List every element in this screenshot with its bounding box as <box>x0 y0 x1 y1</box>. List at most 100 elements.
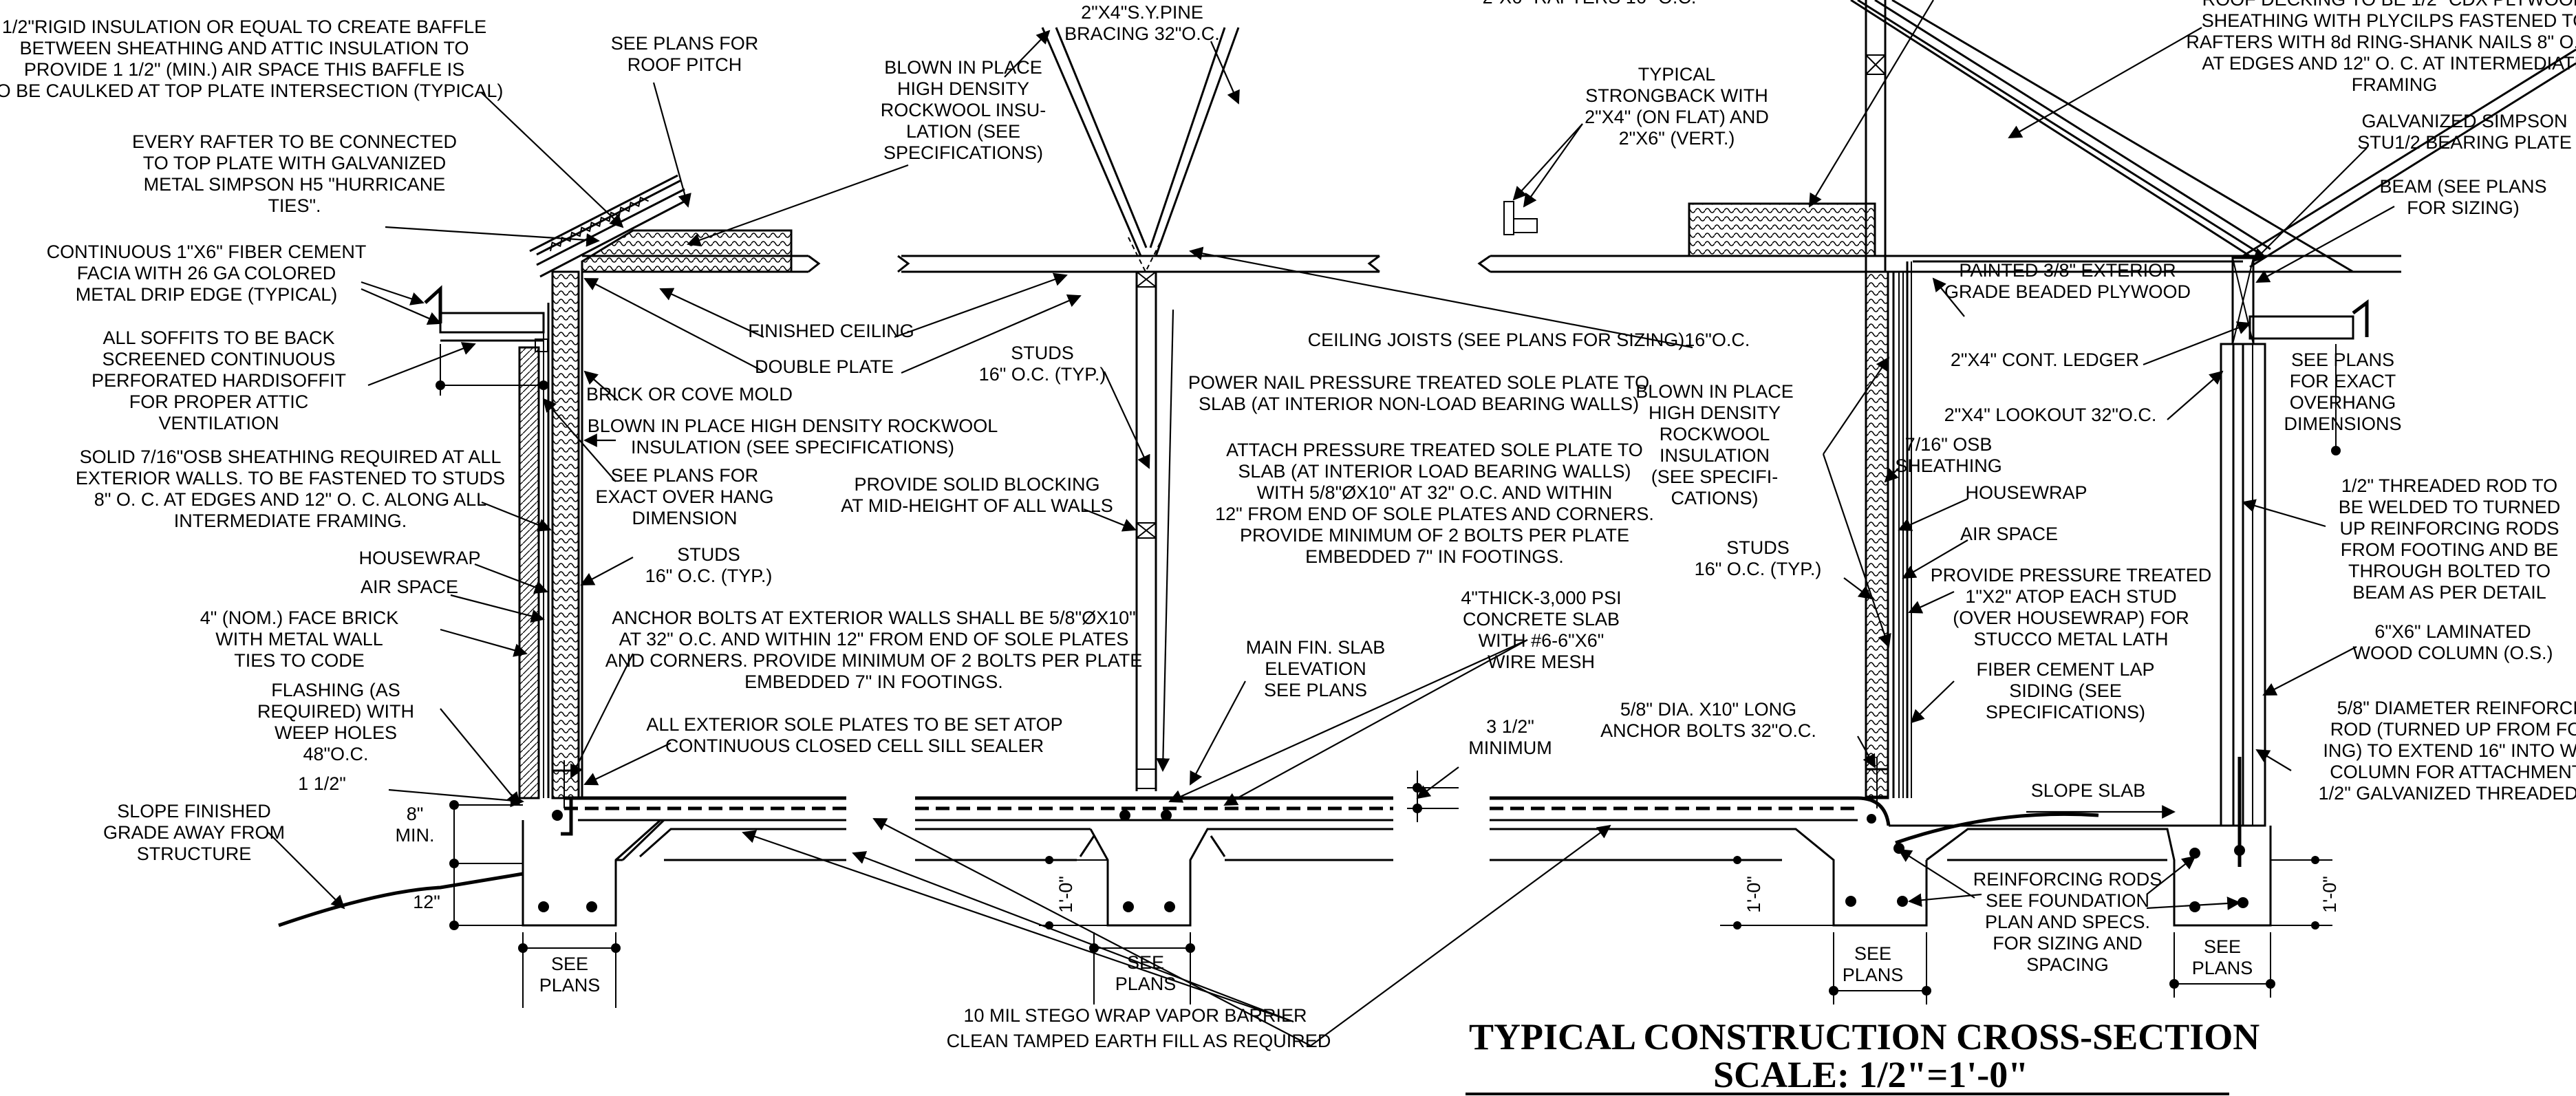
note-anchor-bolts-ext-line: AT 32" O.C. AND WITHIN 12" FROM END OF S… <box>619 629 1129 649</box>
note-airspace-right-line: AIR SPACE <box>1960 524 2058 544</box>
note-lap-siding-line: FIBER CEMENT LAP <box>1976 659 2154 680</box>
note-dim-8-min-line: 8" <box>407 804 424 824</box>
dim-footing-mid: 1'-0" <box>1055 876 1076 913</box>
note-osb-sheathing-line: INTERMEDIATE FRAMING. <box>174 511 407 531</box>
note-furring-line: (OVER HOUSEWRAP) FOR <box>1953 608 2189 628</box>
note-osb-right-line: 7/16" OSB <box>1905 434 1993 455</box>
note-attach-sole-plate-line: WITH 5/8"ØX10" AT 32" O.C. AND WITHIN <box>1257 482 1613 503</box>
note-soffits-line: PERFORATED HARDISOFFIT <box>92 370 346 391</box>
note-roof-decking-line: AT EDGES AND 12" O. C. AT INTERMEDIATE <box>2202 53 2576 74</box>
note-rafters-top-line: 2"X6" RAFTERS 16" O.C. <box>1483 0 1697 8</box>
note-solid-blocking-line: AT MID-HEIGHT OF ALL WALLS <box>841 495 1113 516</box>
note-ceiling-joists-line: CEILING JOISTS (SEE PLANS FOR SIZING)16"… <box>1308 330 1750 350</box>
note-soffits-line: FOR PROPER ATTIC <box>129 391 309 412</box>
dim-footing-right: 1'-0" <box>1743 876 1764 913</box>
note-see-plans-2-line: PLANS <box>1115 974 1177 994</box>
note-roof-pitch-line: ROOF PITCH <box>627 54 742 75</box>
note-blown-right-line: (SEE SPECIFI- <box>1651 466 1779 487</box>
note-rafter-ties-line: TIES". <box>268 195 321 216</box>
note-threaded-rod-line: THROUGH BOLTED TO <box>2348 561 2551 581</box>
note-blown-top-line: ROCKWOOL INSU- <box>881 100 1046 120</box>
note-strongback-line: TYPICAL <box>1638 64 1716 85</box>
note-foundation-rods-line: SEE FOUNDATION <box>1986 890 2149 911</box>
note-finished-ceiling-line: FINISHED CEILING <box>748 321 914 341</box>
note-attach-sole-plate-line: PROVIDE MINIMUM OF 2 BOLTS PER PLATE <box>1240 525 1629 546</box>
note-blown-top-line: BLOWN IN PLACE <box>884 57 1042 78</box>
note-studs-mid-line: 16" O.C. (TYP.) <box>979 364 1106 385</box>
note-housewrap-right-line: HOUSEWRAP <box>1965 482 2087 503</box>
note-furring-line: 1"X2" ATOP EACH STUD <box>1965 586 2176 607</box>
note-blown-top-line: HIGH DENSITY <box>897 78 1029 99</box>
note-blown-right-line: CATIONS) <box>1671 488 1759 508</box>
note-foundation-rods-line: SPACING <box>2026 954 2109 975</box>
note-strongback-line: STRONGBACK WITH <box>1585 85 1768 106</box>
note-earth-fill-line: CLEAN TAMPED EARTH FILL AS REQUIRED <box>947 1031 1331 1051</box>
note-ledger-line: 2"X4" CONT. LEDGER <box>1951 350 2139 370</box>
note-studs-left-line: STUDS <box>677 544 740 565</box>
note-reinforcing-rod-line: 1/2" GALVANIZED THREADED ROD <box>2319 783 2576 804</box>
note-osb-sheathing-line: 8" O. C. AT EDGES AND 12" O. C. ALONG AL… <box>94 489 486 510</box>
note-overhang-left-line: DIMENSION <box>632 508 737 528</box>
note-slope-grade-line: STRUCTURE <box>137 844 252 864</box>
note-blown-wall-line: INSULATION (SEE SPECIFICATIONS) <box>631 437 954 458</box>
note-overhang-right-line: OVERHANG <box>2290 392 2396 413</box>
note-airspace-left-line: AIR SPACE <box>361 577 458 597</box>
note-studs-left-line: 16" O.C. (TYP.) <box>645 566 773 586</box>
note-rigid-insulation-line: TO BE CAULKED AT TOP PLATE INTERSECTION … <box>0 80 503 101</box>
note-lap-siding-line: SIDING (SEE <box>2009 680 2122 701</box>
note-anchor-bolts-ext-line: ANCHOR BOLTS AT EXTERIOR WALLS SHALL BE … <box>612 608 1135 628</box>
note-overhang-right-line: SEE PLANS <box>2291 350 2394 370</box>
note-face-brick-line: WITH METAL WALL <box>215 629 383 649</box>
note-main-fin-slab-line: SEE PLANS <box>1264 680 1367 700</box>
note-lap-siding-line: SPECIFICATIONS) <box>1986 702 2145 722</box>
note-overhang-left-line: EXACT OVER HANG <box>595 486 773 507</box>
note-see-plans-3-line: SEE <box>1854 943 1891 964</box>
note-reinforcing-rod-line: ROD (TURNED UP FROM FOOT- <box>2330 719 2576 740</box>
note-flashing-line: REQUIRED) WITH <box>257 701 414 722</box>
note-reinforcing-rod-line: COLUMN FOR ATTACHMENT TO <box>2330 762 2576 782</box>
note-main-fin-slab-line: MAIN FIN. SLAB <box>1246 637 1386 658</box>
note-brick-mold-line: BRICK OR COVE MOLD <box>586 384 793 405</box>
note-blown-right-line: HIGH DENSITY <box>1649 402 1781 423</box>
note-roof-decking-line: FRAMING <box>2352 74 2438 95</box>
note-main-fin-slab-line: ELEVATION <box>1265 658 1366 679</box>
note-attach-sole-plate-line: EMBEDDED 7" IN FOOTINGS. <box>1305 546 1564 567</box>
note-double-plate-line: DOUBLE PLATE <box>755 356 894 377</box>
leader-lines <box>268 0 2395 1046</box>
note-osb-right-line: SHEATHING <box>1895 455 2002 476</box>
note-nail-sole-plate-line: POWER NAIL PRESSURE TREATED SOLE PLATE T… <box>1188 372 1649 393</box>
note-roof-pitch-line: SEE PLANS FOR <box>611 33 759 54</box>
note-beam-line: BEAM (SEE PLANS <box>2379 176 2546 197</box>
note-fascia-line: METAL DRIP EDGE (TYPICAL) <box>76 284 338 305</box>
note-blown-right-line: ROCKWOOL <box>1660 424 1770 444</box>
note-see-plans-2-line: SEE <box>1127 952 1164 973</box>
note-see-plans-1-line: SEE <box>551 954 588 974</box>
note-slope-grade-line: GRADE AWAY FROM <box>103 822 285 843</box>
note-reinforcing-rod-line: ING) TO EXTEND 16" INTO WOOD <box>2323 740 2576 761</box>
note-blown-top-line: LATION (SEE <box>906 121 1020 142</box>
note-flashing-line: 48"O.C. <box>303 744 368 764</box>
note-studs-right-line: 16" O.C. (TYP.) <box>1695 559 1822 579</box>
note-solid-blocking-line: PROVIDE SOLID BLOCKING <box>854 474 1099 495</box>
note-labels: 1/2"RIGID INSULATION OR EQUAL TO CREATE … <box>0 0 2576 1051</box>
note-rigid-insulation-line: BETWEEN SHEATHING AND ATTIC INSULATION T… <box>19 38 469 58</box>
note-threaded-rod-line: UP REINFORCING RODS <box>2339 518 2559 539</box>
note-threaded-rod-line: 1/2" THREADED ROD TO <box>2341 475 2557 496</box>
dim-footing-far: 1'-0" <box>2319 876 2340 913</box>
note-osb-sheathing-line: SOLID 7/16"OSB SHEATHING REQUIRED AT ALL <box>80 447 502 467</box>
note-see-plans-3-line: PLANS <box>1843 965 1904 985</box>
note-blown-top-line: SPECIFICATIONS) <box>883 142 1043 163</box>
note-anchor-bolts-ext-line: EMBEDDED 7" IN FOOTINGS. <box>744 671 1003 692</box>
note-threaded-rod-line: BE WELDED TO TURNED <box>2339 497 2561 517</box>
note-vapor-barrier-line: 10 MIL STEGO WRAP VAPOR BARRIER <box>963 1005 1307 1026</box>
note-see-plans-1-line: PLANS <box>539 975 601 996</box>
note-roof-decking-line: ROOF DECKING TO BE 1/2" CDX PLYWOOD <box>2202 0 2576 10</box>
note-dim-12-line: 12" <box>413 892 440 912</box>
note-soffits-line: SCREENED CONTINUOUS <box>102 349 335 369</box>
note-bracing-line: BRACING 32"O.C. <box>1064 23 1220 44</box>
drawing-scale: SCALE: 1/2"=1'-0" <box>1713 1054 2028 1095</box>
note-beaded-plywood-line: PAINTED 3/8" EXTERIOR <box>1959 260 2176 281</box>
note-osb-sheathing-line: EXTERIOR WALLS. TO BE FASTENED TO STUDS <box>76 468 505 488</box>
note-rafter-ties-line: EVERY RAFTER TO BE CONNECTED <box>132 131 457 152</box>
